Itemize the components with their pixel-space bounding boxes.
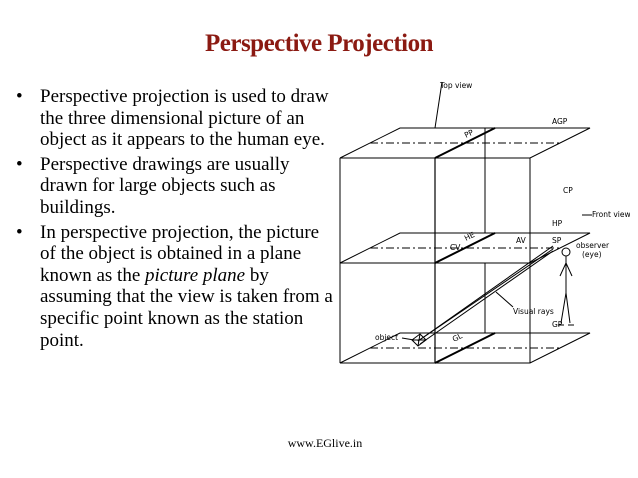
object-cube-diagonal bbox=[417, 333, 421, 347]
perspective-diagram: Top view AGP PP CP Front view HP HE CV A… bbox=[339, 81, 630, 364]
object-leader bbox=[401, 337, 415, 341]
gl-trace bbox=[434, 332, 496, 364]
bullet-dot-icon: • bbox=[16, 221, 23, 243]
label-visual-rays: Visual rays bbox=[513, 307, 554, 316]
top-view-leader bbox=[434, 81, 443, 129]
label-hp: HP bbox=[552, 219, 563, 228]
label-top-view: Top view bbox=[439, 81, 472, 90]
he-trace bbox=[434, 232, 496, 264]
bullet-dot-icon: • bbox=[16, 153, 23, 175]
label-observer: observer bbox=[576, 241, 610, 250]
bullet-text-3-part-1: In perspective projection, the picture o… bbox=[40, 221, 320, 286]
label-agp: AGP bbox=[552, 117, 568, 126]
visual-rays-leader bbox=[495, 291, 514, 308]
bullet-item-2: • Perspective drawings are usually drawn… bbox=[14, 154, 334, 219]
bullet-text-1: Perspective projection is used to draw t… bbox=[40, 86, 329, 151]
visual-ray-3 bbox=[419, 250, 554, 345]
label-eye: (eye) bbox=[582, 250, 602, 259]
gp-plane bbox=[339, 332, 591, 364]
bullet-item-3: • In perspective projection, the picture… bbox=[14, 222, 334, 352]
label-pp: PP bbox=[463, 127, 476, 139]
footer-website: www.EGlive.in bbox=[287, 436, 363, 450]
label-cv: CV bbox=[450, 243, 461, 252]
label-cp: CP bbox=[563, 186, 573, 195]
label-front-view: Front view bbox=[592, 210, 630, 219]
label-gp: GP bbox=[552, 320, 563, 329]
pp-trace bbox=[434, 127, 496, 159]
agp-plane bbox=[339, 127, 591, 159]
observer-body-icon bbox=[558, 256, 574, 326]
slide-title: Perspective Projection bbox=[204, 30, 434, 57]
bullet-text-2: Perspective drawings are usually drawn f… bbox=[40, 153, 290, 218]
bullet-dot-icon: • bbox=[16, 86, 23, 107]
bullet-text-3-part-2: by assuming that the view is taken from … bbox=[40, 264, 333, 351]
label-av: AV bbox=[516, 236, 527, 245]
bullet-item-1: • Perspective projection is used to draw… bbox=[14, 86, 334, 151]
label-object: object bbox=[375, 333, 398, 342]
visual-ray-2 bbox=[417, 248, 554, 342]
hp-plane bbox=[339, 232, 591, 264]
bullet-list: • Perspective projection is used to draw… bbox=[14, 86, 334, 354]
label-he: HE bbox=[463, 230, 477, 243]
label-sp: SP bbox=[552, 236, 562, 245]
label-gl: GL bbox=[451, 331, 465, 344]
observer-head-icon bbox=[561, 247, 571, 257]
bullet-text-3-emphasis: picture plane bbox=[145, 264, 246, 286]
